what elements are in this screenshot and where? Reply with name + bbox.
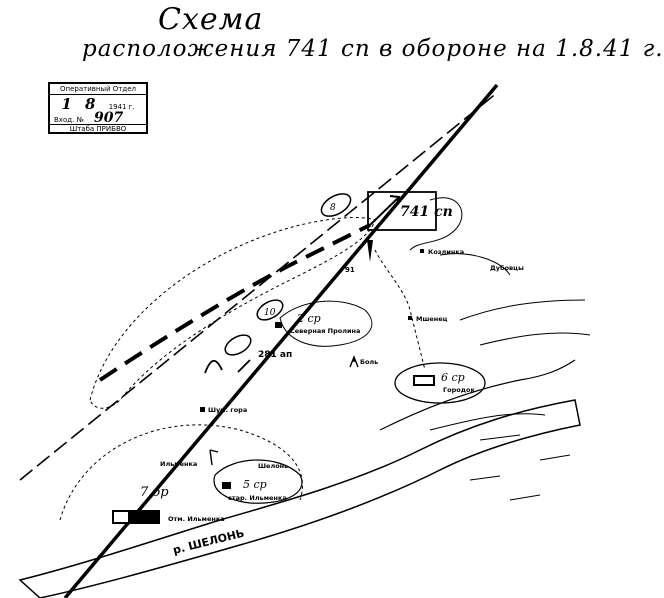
label-unit-8: 8 <box>330 203 336 213</box>
stamp-day: 1 <box>61 95 72 113</box>
label-unit-6sr: 6 ср <box>441 371 465 384</box>
label-shum-gora: Шум. гора <box>208 406 247 414</box>
unit-oval-2 <box>256 299 284 321</box>
label-mshenets: Мшенец <box>416 315 448 323</box>
marker-7or-inner <box>114 512 128 522</box>
marker-bol <box>349 355 359 368</box>
label-severnaya-prolina: Северная Пролина <box>290 327 360 335</box>
label-star-ilmenka: стар. Ильменка <box>228 494 287 502</box>
tower-marker <box>367 240 373 262</box>
stamp-reg-label: Вход. № <box>54 116 84 124</box>
area-6sr <box>394 362 486 404</box>
label-unit-5sr: 5 ср <box>243 478 267 491</box>
label-otm-ilmenka: Отм. Ильменка <box>168 515 225 523</box>
stamp-footer: Штаба ПРИБВО <box>50 124 146 134</box>
marker-mshenets <box>408 316 412 320</box>
hq-flag-arrow <box>369 195 401 226</box>
flag-marker <box>209 449 219 466</box>
label-dubovtsy: Дубовцы <box>490 264 524 272</box>
area-2sr <box>279 300 373 347</box>
stamp-reg-number: 907 <box>94 110 124 126</box>
river-shelon <box>18 399 581 598</box>
marker-kozlinka <box>420 249 424 253</box>
label-gorodok: Городок <box>443 386 475 394</box>
defense-area-south <box>59 424 303 521</box>
label-ilmenka: Ильменка <box>160 460 197 468</box>
front-line-dashed <box>98 223 371 382</box>
stamp-date: 1 8 1941 г. <box>50 95 146 113</box>
river-bank-east <box>459 299 591 346</box>
unit-oval-1 <box>320 193 352 217</box>
unit-oval-3 <box>224 334 252 356</box>
label-bol: Боль <box>360 358 378 366</box>
label-kozlinka: Козлинка <box>428 248 464 256</box>
marker-2sr <box>275 322 282 328</box>
stamp-year: 1941 г. <box>108 103 135 111</box>
map-title: Схема <box>158 2 264 37</box>
water-hatching <box>469 434 571 501</box>
label-hq-741: 741 сп <box>400 204 453 220</box>
marker-5sr <box>222 482 231 489</box>
label-shelon-v: Шелонь <box>258 462 288 470</box>
trench-marker <box>204 359 251 374</box>
area-5sr <box>213 459 303 504</box>
marker-shum-gora <box>200 407 205 412</box>
stamp-reg: Вход. № 907 <box>50 110 150 126</box>
marker-6sr <box>413 375 435 386</box>
map-drawing: 741 сп 8 10 2 ср Северная Пролина 281 ап… <box>18 83 591 598</box>
railway-line-thin <box>19 91 499 481</box>
registration-stamp: Оперативный Отдел 1 8 1941 г. Вход. № 90… <box>48 82 148 134</box>
label-unit-10: 10 <box>264 308 276 318</box>
label-unit-2sr: 2 ср <box>296 312 321 325</box>
defense-area-north <box>89 217 376 409</box>
map-canvas: Схема расположения 741 сп в обороне на 1… <box>18 2 663 598</box>
label-281-ap: 281 ап <box>258 350 292 360</box>
map-subtitle: расположения 741 сп в обороне на 1.8.41 … <box>82 36 664 62</box>
label-unit-91: 91 <box>345 266 355 274</box>
river-inner-bank <box>429 413 546 431</box>
stamp-header: Оперативный Отдел <box>50 85 146 95</box>
wood-outline-north <box>409 197 511 276</box>
hq-box <box>367 191 437 231</box>
river-shelon-bank <box>379 359 576 431</box>
label-unit-7or: 7 ор <box>140 485 169 500</box>
route-to-6sr <box>374 249 426 371</box>
stamp-month: 8 <box>85 95 96 113</box>
